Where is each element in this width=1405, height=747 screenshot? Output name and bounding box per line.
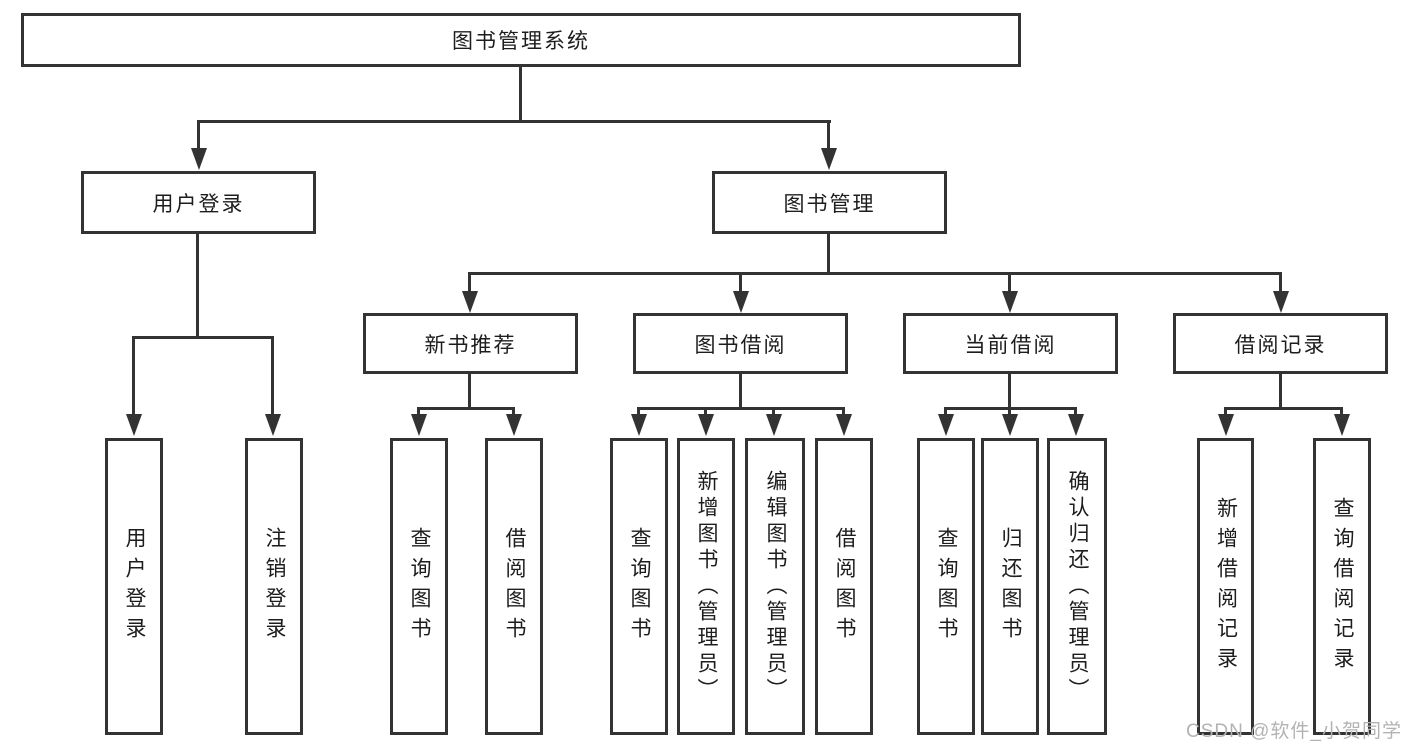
connector-login-stem [196,234,199,336]
connector-borrowing-drop-2 [704,407,707,417]
leaf-confirm-return-admin: 确认归还（管理员） [1047,438,1107,735]
arrow-down-icon [191,148,207,170]
node-label: 图书借阅 [694,333,787,357]
leaf-borrow-books-borrowing: 借阅图书 [815,438,873,735]
node-label: 新增借阅记录 [1214,496,1238,677]
arrow-down-icon [1002,414,1018,436]
arrow-down-icon [462,291,478,313]
connector-current-rail [945,407,1077,410]
arrow-down-icon [506,414,522,436]
node-label: 注销登录 [263,526,287,647]
arrow-down-icon [766,414,782,436]
leaf-query-books-recommend: 查询图书 [390,438,448,735]
connector-recommend-rail [418,407,515,410]
connector-current-drop-3 [1074,407,1077,417]
connector-current-stem [1008,374,1011,407]
leaf-borrow-books-recommend: 借阅图书 [485,438,543,735]
node-current-borrowing: 当前借阅 [903,313,1118,374]
connector-records-drop-2 [1340,407,1343,417]
arrow-down-icon [126,414,142,436]
arrow-down-icon [631,414,647,436]
connector-borrowing-drop-4 [842,407,845,417]
leaf-edit-books-admin: 编辑图书（管理员） [745,438,805,735]
node-label: 图书管理系统 [452,30,590,53]
connector-recommend-drop-1 [417,407,420,417]
arrow-down-icon [821,148,837,170]
connector-current-drop-2 [1008,407,1011,417]
connector-root-drop-right [827,120,830,150]
node-book-management: 图书管理 [712,171,947,234]
arrow-down-icon [1068,414,1084,436]
leaf-query-books-current: 查询图书 [917,438,975,735]
leaf-query-books-borrowing: 查询图书 [610,438,668,735]
connector-mgmt-drop-1 [468,272,471,292]
arrow-down-icon [1273,291,1289,313]
node-label: 查询借阅记录 [1331,496,1355,677]
arrow-down-icon [836,414,852,436]
node-label: 查询图书 [935,526,959,647]
leaf-add-borrow-record: 新增借阅记录 [1197,438,1254,735]
node-label: 借阅图书 [503,526,527,647]
connector-borrowing-rail [638,407,845,410]
node-label: 确认归还（管理员） [1066,469,1090,704]
leaf-user-login-action: 用户登录 [105,438,163,735]
arrow-down-icon [411,414,427,436]
node-book-borrowing: 图书借阅 [633,313,848,374]
connector-borrowing-stem [739,374,742,407]
connector-mgmt-drop-3 [1008,272,1011,292]
arrow-down-icon [698,414,714,436]
connector-root-rail [197,120,831,123]
connector-mgmt-stem [827,234,830,272]
node-label: 编辑图书（管理员） [764,469,788,704]
arrow-down-icon [265,414,281,436]
node-borrowing-records: 借阅记录 [1173,313,1388,374]
arrow-down-icon [733,291,749,313]
node-label: 查询图书 [408,526,432,647]
node-new-book-recommend: 新书推荐 [363,313,578,374]
connector-records-stem [1279,374,1282,407]
connector-login-drop-2 [271,336,274,416]
node-label: 归还图书 [999,526,1023,647]
connector-borrowing-drop-3 [772,407,775,417]
node-user-login: 用户登录 [81,171,316,234]
connector-records-drop-1 [1224,407,1227,417]
node-library-management-system: 图书管理系统 [21,13,1021,67]
node-label: 用户登录 [152,192,245,216]
node-label: 当前借阅 [964,333,1057,357]
connector-borrowing-drop-1 [637,407,640,417]
connector-login-rail [133,336,274,339]
leaf-logout-action: 注销登录 [245,438,303,735]
connector-root-stem [519,67,522,120]
node-label: 新增图书（管理员） [695,469,719,704]
arrow-down-icon [938,414,954,436]
connector-recommend-drop-2 [512,407,515,417]
leaf-return-books: 归还图书 [981,438,1039,735]
connector-recommend-stem [468,374,471,407]
connector-current-drop-1 [944,407,947,417]
node-label: 用户登录 [123,526,147,647]
arrow-down-icon [1334,414,1350,436]
leaf-add-books-admin: 新增图书（管理员） [677,438,735,735]
connector-root-drop-left [197,120,200,150]
connector-mgmt-drop-2 [739,272,742,292]
watermark: CSDN @软件_小贺同学 [1186,721,1402,742]
leaf-query-borrow-record: 查询借阅记录 [1313,438,1371,735]
arrow-down-icon [1002,291,1018,313]
arrow-down-icon [1218,414,1234,436]
node-label: 借阅图书 [833,526,857,647]
node-label: 新书推荐 [424,333,517,357]
connector-mgmt-rail [469,272,1282,275]
node-label: 查询图书 [628,526,652,647]
node-label: 图书管理 [783,192,876,216]
connector-login-drop-1 [132,336,135,416]
connector-mgmt-drop-4 [1279,272,1282,292]
node-label: 借阅记录 [1234,333,1327,357]
connector-records-rail [1225,407,1343,410]
